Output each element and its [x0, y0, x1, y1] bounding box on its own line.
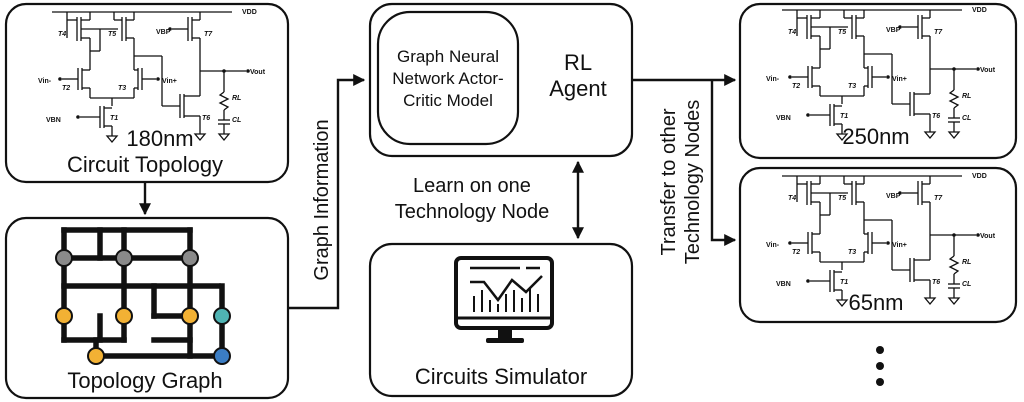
graph-node-orange-1 — [55, 307, 73, 325]
t4-label-250: T4 — [788, 29, 796, 36]
t3-label-250: T3 — [848, 83, 856, 90]
gnn-model-line-1: Graph Neural — [397, 47, 499, 66]
circuit-250nm-panel: VDD VBP Vin- Vin+ VBN Vout T4 T5 T7 T2 T… — [738, 2, 1018, 160]
graph-information-label: Graph Information — [311, 119, 333, 280]
transfer-label-line-1: Transfer to other — [658, 108, 680, 255]
gnn-model-line-2: Network Actor- — [392, 69, 503, 88]
vbn-label-250: VBN — [776, 115, 791, 122]
vbp-label-65: VBP — [886, 193, 901, 200]
cl-label-65: CL — [962, 281, 971, 288]
transfer-arrow-65nm — [710, 80, 737, 246]
vin-plus-label-180: Vin+ — [162, 78, 177, 85]
vin-minus-label-180: Vin- — [38, 78, 52, 85]
learn-label-line-2: Technology Node — [395, 201, 550, 223]
circuit-topology-caption: Circuit Topology — [67, 152, 223, 177]
t5-label-65: T5 — [838, 195, 846, 202]
graph-node-gray-3 — [181, 249, 199, 267]
node-label-180nm: 180nm — [126, 126, 193, 151]
learn-label-line-1: Learn on one — [413, 175, 531, 197]
t6-label-180: T6 — [202, 115, 210, 122]
t2-label-65: T2 — [792, 249, 800, 256]
vin-minus-label-250: Vin- — [766, 76, 780, 83]
vout-label-65: Vout — [980, 233, 996, 240]
graph-node-blue — [213, 347, 231, 365]
cl-label-250: CL — [962, 115, 971, 122]
topology-graph-panel: Topology Graph — [4, 216, 290, 400]
rl-agent-line-2: Agent — [549, 76, 607, 101]
t5-label-250: T5 — [838, 29, 846, 36]
rl-agent-panel: Graph Neural Network Actor- Critic Model… — [368, 2, 634, 158]
t1-label-65: T1 — [840, 279, 848, 286]
vbn-label-180: VBN — [46, 117, 61, 124]
circuit-topology-panel: VDD VBP Vin- Vin+ VBN Vout T4 T5 T7 T2 T… — [4, 2, 290, 184]
t1-label-180: T1 — [110, 115, 118, 122]
t6-label-250: T6 — [932, 113, 940, 120]
vin-minus-label-65: Vin- — [766, 242, 780, 249]
circuit-250nm-box — [738, 2, 1018, 160]
cl-label-180: CL — [232, 117, 241, 124]
t6-label-65: T6 — [932, 279, 940, 286]
gnn-model-line-3: Critic Model — [403, 91, 493, 110]
vdd-label-65: VDD — [972, 173, 987, 180]
monitor-icon — [454, 256, 554, 343]
simulator-caption: Circuits Simulator — [415, 364, 587, 389]
vout-label-180: Vout — [250, 69, 266, 76]
simulator-panel: Circuits Simulator — [368, 242, 634, 398]
t5-label-180: T5 — [108, 31, 116, 38]
vbn-label-65: VBN — [776, 281, 791, 288]
vbp-label-180: VBP — [156, 29, 171, 36]
graph-node-orange-4 — [87, 347, 105, 365]
t3-label-65: T3 — [848, 249, 856, 256]
t4-label-65: T4 — [788, 195, 796, 202]
t7-label-180: T7 — [204, 31, 213, 38]
vdd-label-180: VDD — [242, 9, 257, 16]
transfer-label-line-2: Technology Nodes — [682, 100, 704, 265]
t7-label-65: T7 — [934, 195, 943, 202]
t3-label-180: T3 — [118, 85, 126, 92]
t4-label-180: T4 — [58, 31, 66, 38]
rl-label-65: RL — [962, 259, 971, 266]
graph-information-arrow — [288, 74, 366, 310]
t2-label-250: T2 — [792, 83, 800, 90]
t7-label-250: T7 — [934, 29, 943, 36]
vout-label-250: Vout — [980, 67, 996, 74]
graph-node-orange-3 — [181, 307, 199, 325]
circuit-65nm-box — [738, 166, 1018, 324]
graph-node-gray-2 — [115, 249, 133, 267]
circuit-65nm-panel: VDD VBP Vin- Vin+ VBN Vout T4 T5 T7 T2 T… — [738, 166, 1018, 324]
rl-label-250: RL — [962, 93, 971, 100]
rl-label-180: RL — [232, 95, 241, 102]
topology-graph-caption: Topology Graph — [67, 368, 222, 393]
graph-node-teal — [213, 307, 231, 325]
node-label-250nm: 250nm — [842, 124, 909, 149]
node-label-65nm: 65nm — [848, 290, 903, 315]
gnn-model-box — [376, 10, 520, 146]
circuit-topology-box — [4, 2, 290, 184]
t1-label-250: T1 — [840, 113, 848, 120]
vbp-label-250: VBP — [886, 27, 901, 34]
vdd-label-250: VDD — [972, 7, 987, 14]
more-dots-icon — [876, 346, 884, 386]
rl-agent-line-1: RL — [564, 50, 592, 75]
vin-plus-label-250: Vin+ — [892, 76, 907, 83]
vin-plus-label-65: Vin+ — [892, 242, 907, 249]
graph-node-gray-1 — [55, 249, 73, 267]
t2-label-180: T2 — [62, 85, 70, 92]
graph-node-orange-2 — [115, 307, 133, 325]
